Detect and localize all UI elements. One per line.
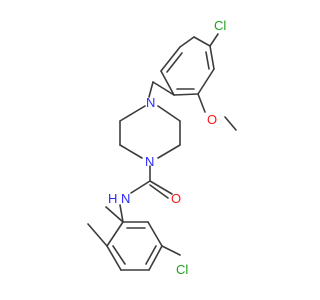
bond (119, 105, 146, 122)
atom-label-cl-bottom: Cl (176, 262, 188, 277)
bond (119, 144, 143, 159)
bond (166, 52, 183, 73)
bond (209, 33, 219, 47)
bond (161, 245, 181, 256)
bond (148, 245, 163, 271)
bond (209, 45, 215, 70)
atom-label-n-amide: N (121, 191, 130, 206)
bond (106, 245, 122, 271)
atom-label-n-piperazine-bottom: N (145, 154, 154, 169)
bond (112, 245, 126, 265)
bond (148, 81, 154, 98)
bond (179, 36, 195, 48)
bond (87, 223, 108, 247)
bond (147, 221, 163, 247)
piperazine-ring (119, 105, 181, 159)
bottom-benzene-ring (106, 221, 163, 271)
bond (160, 46, 181, 72)
atom-label-h-amide: H (108, 191, 117, 206)
top-benzene-ring (160, 36, 215, 96)
bond (119, 204, 124, 223)
bond (149, 184, 169, 199)
bond (130, 180, 151, 194)
bond (152, 81, 175, 96)
bond (197, 68, 215, 95)
atom-label-cl-top: Cl (214, 18, 226, 33)
molecule-structure: Cl N O N O N H Cl (87, 18, 237, 277)
atom-label-o-carbonyl: O (171, 191, 181, 206)
bond (160, 70, 175, 96)
bond (173, 93, 199, 96)
bond (145, 245, 157, 265)
bond (157, 144, 181, 159)
bond (149, 180, 173, 195)
bond (205, 51, 210, 70)
bond (157, 105, 181, 122)
bond (193, 36, 211, 47)
atom-label-o-methoxy: O (207, 112, 217, 127)
bond (105, 206, 124, 223)
bond (197, 93, 206, 113)
bond (224, 116, 237, 131)
bond (106, 221, 124, 247)
atom-label-n-piperazine-top: N (146, 95, 155, 110)
